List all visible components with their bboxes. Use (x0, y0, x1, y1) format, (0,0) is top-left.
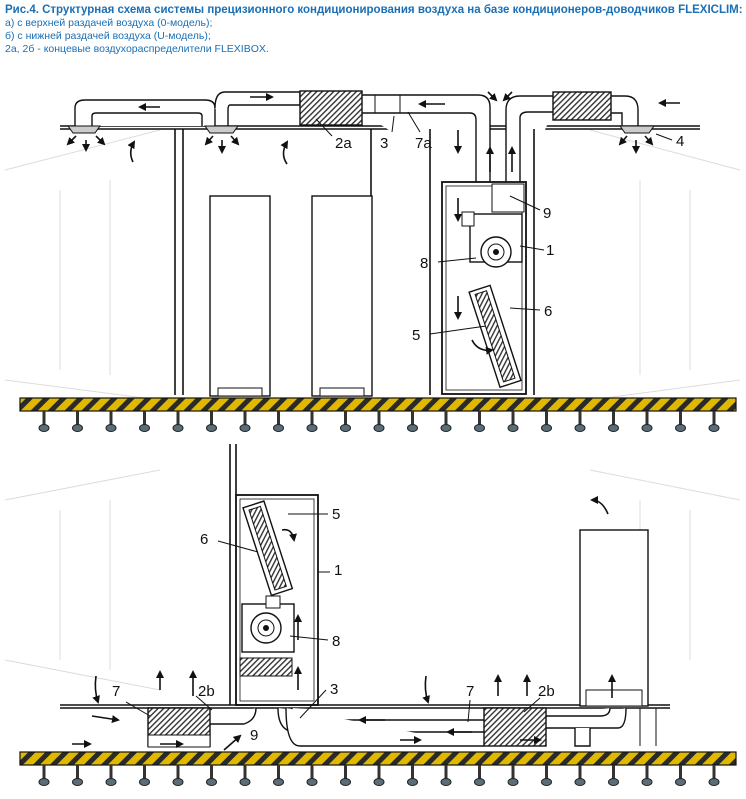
floor-support-icon (239, 765, 251, 786)
top-label-1: 1 (546, 242, 554, 259)
bottom-label-7-left: 7 (112, 683, 120, 700)
floor-support-icon (105, 765, 117, 786)
bottom-label-5: 5 (332, 506, 340, 523)
floor-support-icon (507, 411, 519, 432)
bottom-airflow-arrows (72, 496, 616, 751)
floor-support-icon (172, 765, 184, 786)
figure-caption: Рис.4. Структурная схема системы прецизи… (5, 3, 743, 56)
caption-line-c: 2а, 2б - концевые воздухораспределители … (5, 43, 269, 55)
top-duct-left (74, 99, 216, 126)
floor-support-icon (440, 411, 452, 432)
floor-support-icon (340, 765, 351, 786)
floor-support-icon (273, 411, 284, 432)
top-fan-icon (461, 211, 523, 268)
top-rack-2 (311, 195, 373, 397)
floor-support-icon (139, 765, 150, 786)
bottom-label-7-right: 7 (466, 683, 474, 700)
caption-line-b: б) с нижней раздачей воздуха (U-модель); (5, 30, 211, 42)
floor-support-icon (440, 765, 452, 786)
top-raised-floor (19, 397, 737, 432)
top-flexibox-2a (299, 90, 363, 126)
bottom-room-perspective (4, 469, 741, 691)
floor-support-icon (574, 765, 586, 786)
floor-support-icon (507, 765, 519, 786)
floor-support-icon (172, 411, 184, 432)
floor-support-icon (105, 411, 117, 432)
floor-support-icon (206, 411, 217, 432)
top-label-4: 4 (676, 133, 684, 150)
floor-support-icon (474, 411, 485, 432)
floor-support-icon (407, 765, 418, 786)
top-diffuser-2 (204, 125, 239, 134)
floor-support-icon (72, 765, 83, 786)
floor-support-icon (72, 411, 83, 432)
bottom-label-8: 8 (332, 633, 340, 650)
bottom-fan-icon (241, 595, 295, 653)
floor-support-icon (206, 765, 217, 786)
top-label-3: 3 (380, 135, 388, 152)
top-label-8: 8 (420, 255, 428, 272)
floor-support-icon (675, 765, 686, 786)
top-diffuser-1 (67, 125, 101, 134)
top-label-7a: 7a (415, 135, 432, 152)
top-coil-icon (468, 284, 522, 389)
floor-support-icon (641, 765, 653, 786)
floor-support-icon (38, 765, 50, 786)
bottom-label-2b-left: 2b (198, 683, 215, 700)
floor-support-icon (675, 411, 686, 432)
floor-support-icon (574, 411, 586, 432)
bottom-label-1: 1 (334, 562, 342, 579)
floor-support-icon (139, 411, 150, 432)
floor-support-icon (306, 765, 318, 786)
floor-support-icon (608, 411, 619, 432)
floor-support-icon (541, 411, 552, 432)
bottom-label-6: 6 (200, 531, 208, 548)
bottom-label-3: 3 (330, 681, 338, 698)
bottom-diagram: 5 6 1 8 7 2b 3 7 2b 9 (4, 444, 741, 786)
top-label-6: 6 (544, 303, 552, 320)
floor-support-icon (373, 411, 385, 432)
top-diffuser-3 (619, 125, 655, 134)
top-flexibox-right (552, 91, 612, 121)
bottom-label-9: 9 (250, 727, 258, 744)
floor-support-icon (273, 765, 284, 786)
floor-support-icon (708, 765, 720, 786)
bottom-coil-icon (242, 500, 294, 597)
bottom-label-2b-right: 2b (538, 683, 555, 700)
top-label-9: 9 (543, 205, 551, 222)
caption-line-a: а) с верхней раздачей воздуха (0-модель)… (5, 17, 213, 29)
bottom-rack (579, 529, 649, 707)
top-rack-1 (209, 195, 271, 397)
floor-support-icon (239, 411, 251, 432)
floor-support-icon (708, 411, 720, 432)
floor-support-icon (641, 411, 653, 432)
floor-support-icon (407, 411, 418, 432)
bottom-raised-floor (19, 751, 737, 786)
floor-support-icon (474, 765, 485, 786)
top-label-5: 5 (412, 327, 420, 344)
floor-support-icon (340, 411, 351, 432)
floor-support-icon (373, 765, 385, 786)
floor-support-icon (608, 765, 619, 786)
top-airflow-arrows (66, 91, 680, 355)
top-label-2a: 2a (335, 135, 352, 152)
floor-support-icon (306, 411, 318, 432)
top-diagram: 2a 3 7a 4 9 1 8 6 5 (4, 90, 741, 432)
floor-support-icon (541, 765, 552, 786)
floor-support-icon (38, 411, 50, 432)
caption-title: Рис.4. Структурная схема системы прецизи… (5, 4, 743, 16)
